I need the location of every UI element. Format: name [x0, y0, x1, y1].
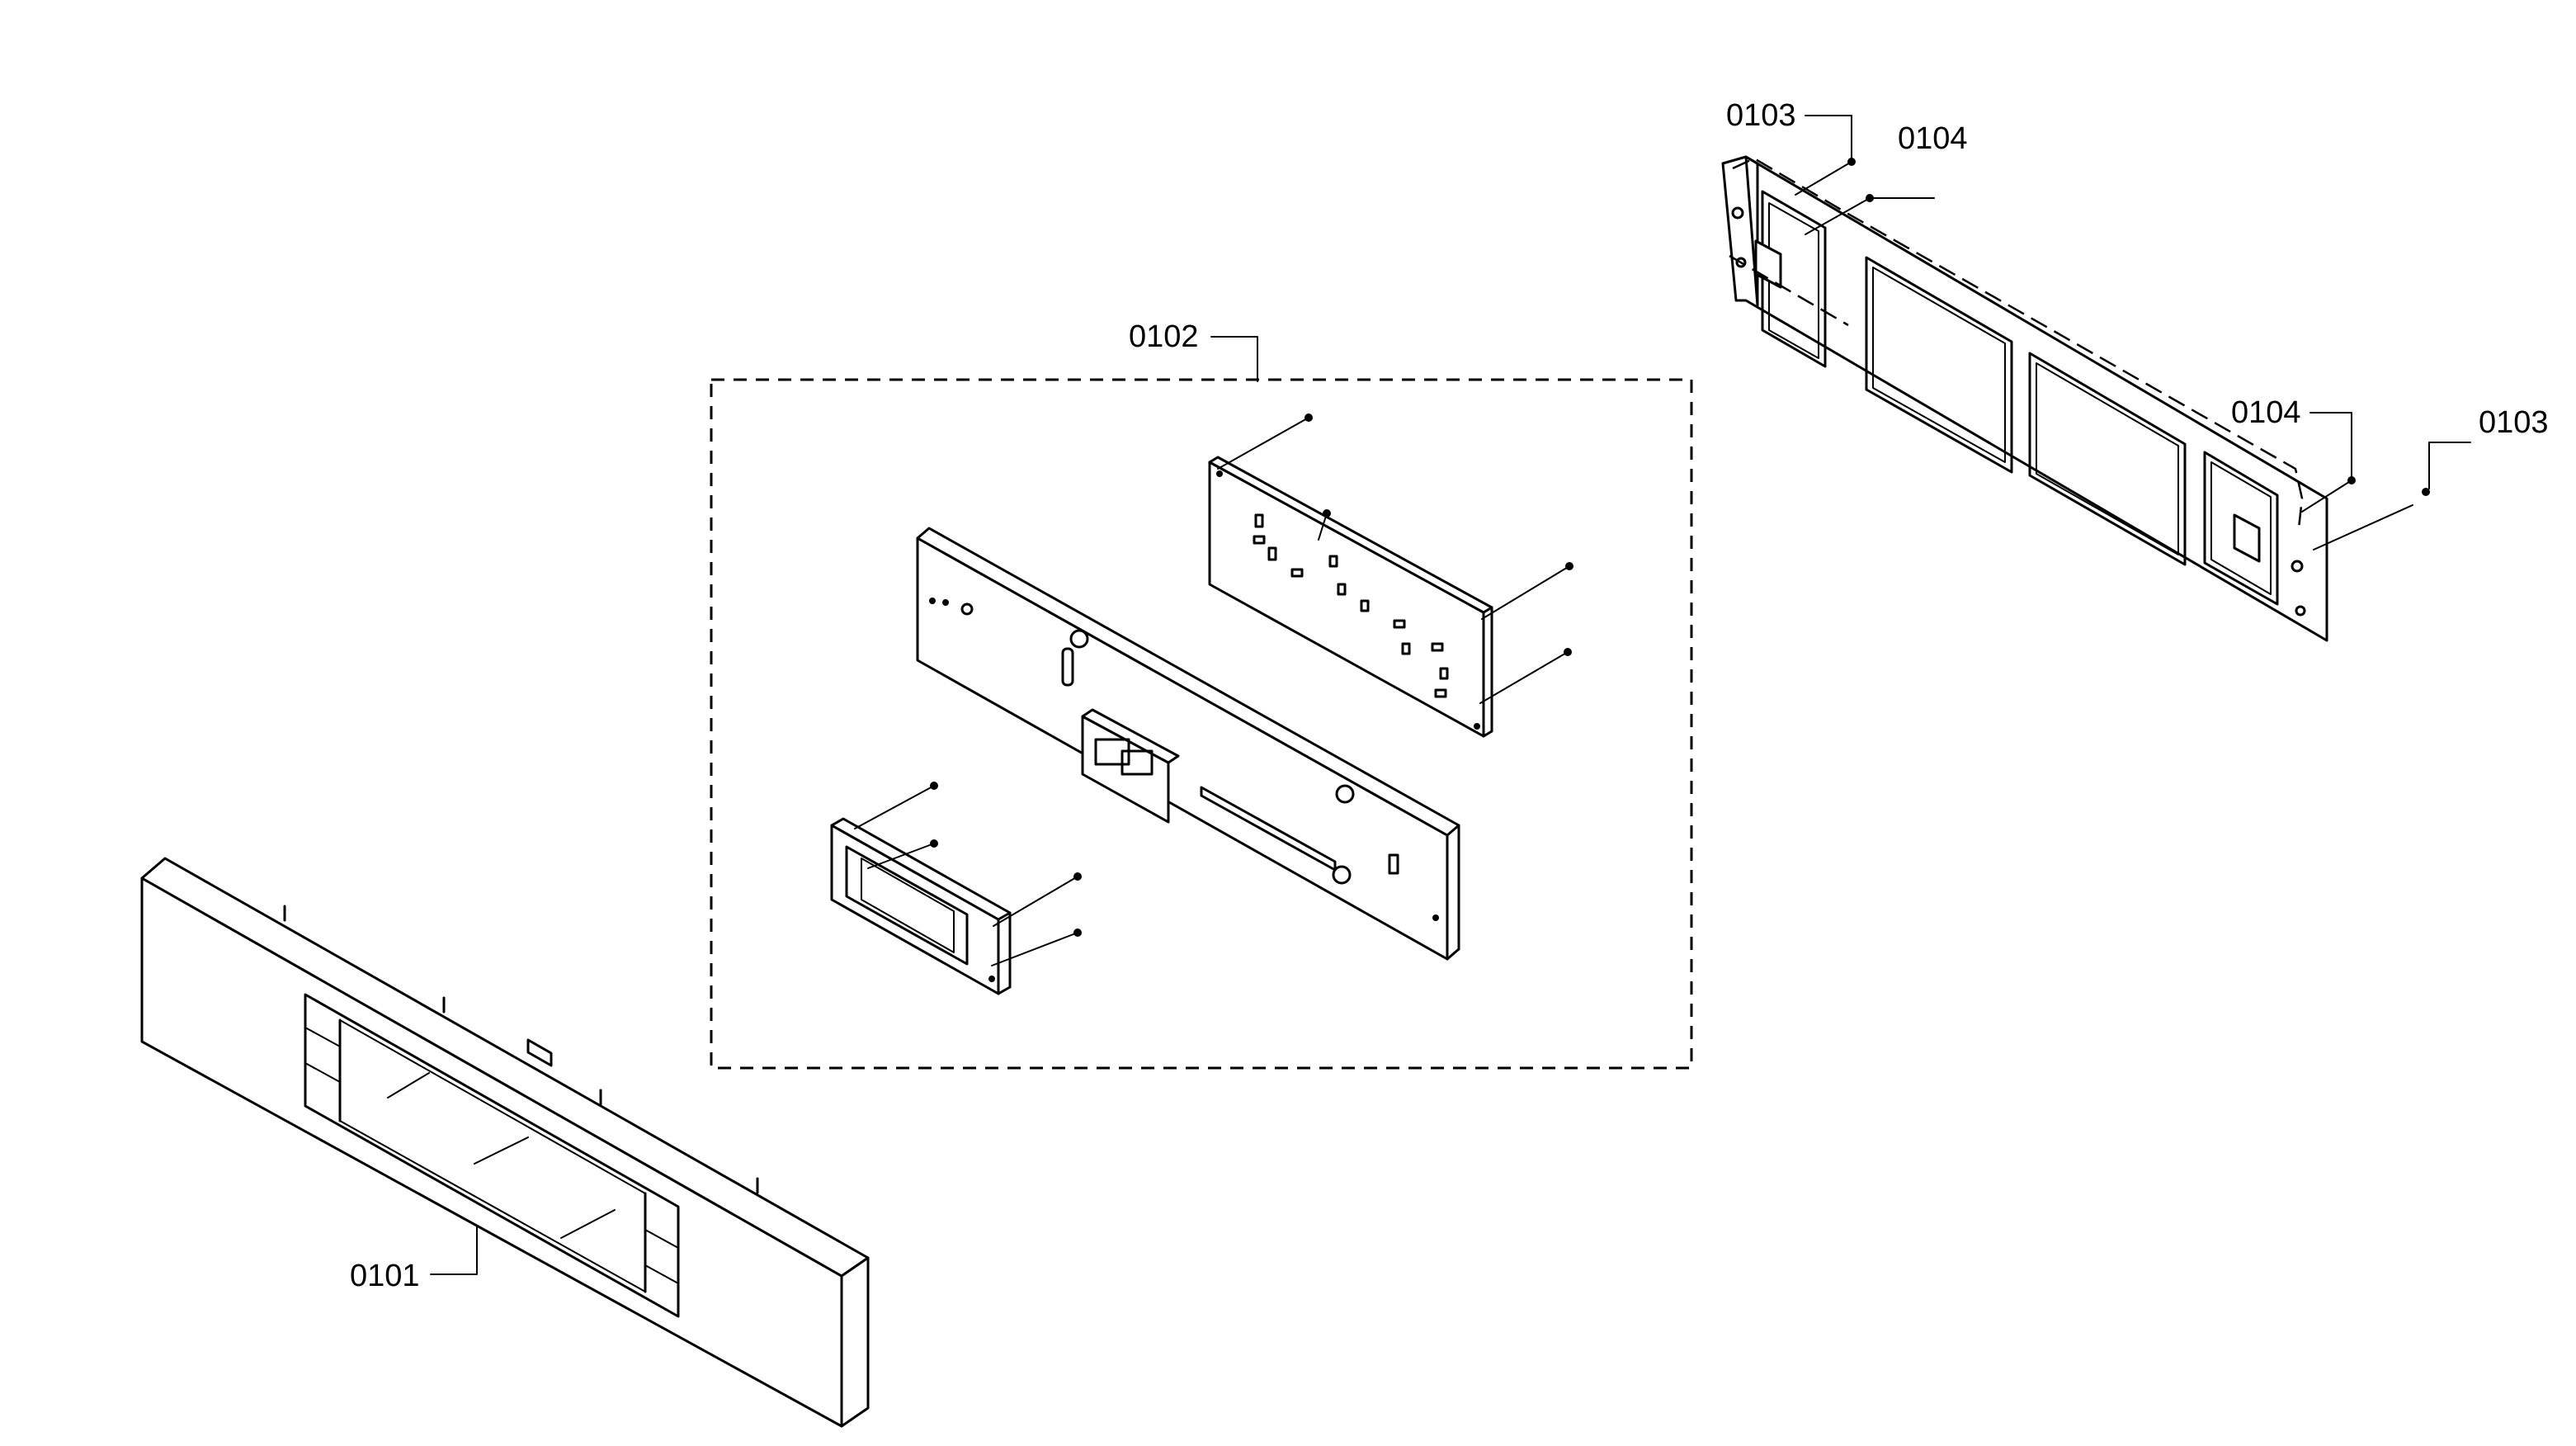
callout-label-0103-right: 0103: [2479, 405, 2549, 440]
control-support-panel: [916, 527, 1460, 961]
control-circuit-board: [1208, 456, 1493, 738]
assembly-0102-boundary: [710, 378, 1693, 1070]
callout-label-0103-top: 0103: [1726, 98, 1796, 133]
callout-label-0104-right: 0104: [2231, 395, 2301, 430]
assembly-screws: [854, 413, 1573, 966]
callout-0102: 0102: [1129, 319, 1258, 382]
display-bezel: [830, 817, 1012, 995]
callout-0103-top: 0103: [1726, 98, 1856, 196]
callout-label-0101: 0101: [350, 1259, 420, 1293]
callout-0104-top: 0104: [1805, 121, 1968, 235]
callout-label-0104-top: 0104: [1898, 121, 1968, 156]
callout-0104-right: 0104: [2231, 395, 2356, 513]
callout-0103-right: 0103: [2313, 405, 2549, 551]
callout-label-0102: 0102: [1129, 319, 1199, 354]
mounting-bracket: [1721, 155, 2328, 642]
fascia-panel-0101: [140, 857, 870, 1428]
callout-0101: 0101: [350, 1226, 478, 1293]
